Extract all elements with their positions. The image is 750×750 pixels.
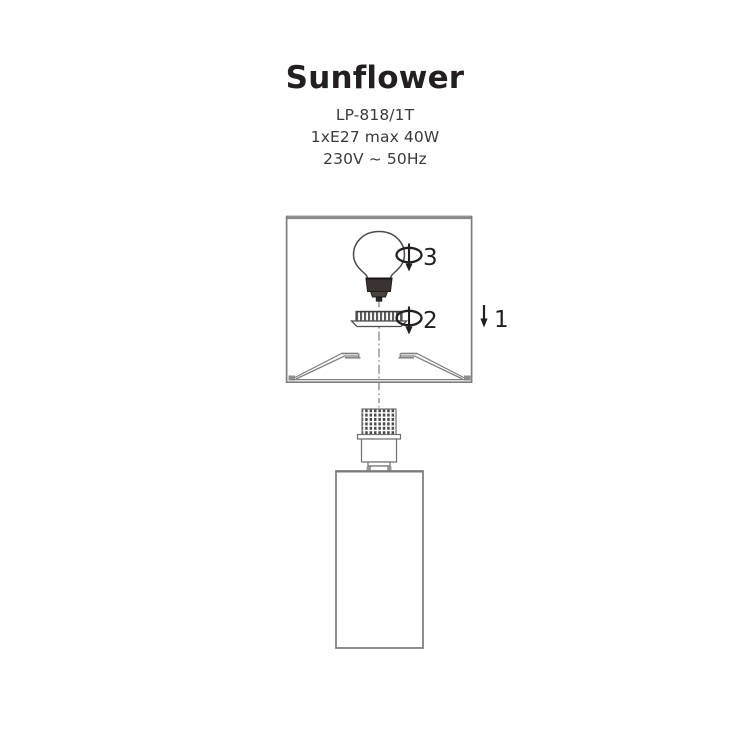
step-1-marker: 1 bbox=[480, 305, 509, 333]
shade-ring bbox=[349, 310, 409, 328]
rotate-down-icon-3 bbox=[395, 243, 423, 272]
shade-frame bbox=[288, 352, 471, 381]
bulb-insulator bbox=[369, 291, 389, 298]
step-1-number: 1 bbox=[494, 307, 509, 333]
lamp-neck-top-collar bbox=[367, 461, 391, 467]
step-2-marker: 2 bbox=[395, 306, 438, 335]
lamp-socket-body bbox=[360, 438, 398, 463]
bulb-screw-base bbox=[365, 277, 393, 293]
bulb-contact-tip bbox=[375, 296, 383, 302]
lamp-body bbox=[335, 398, 424, 649]
down-arrow-icon-1 bbox=[480, 305, 488, 328]
rotate-down-icon-2 bbox=[395, 306, 423, 335]
shade-ring-knurl bbox=[355, 310, 403, 322]
lamp-socket-thread bbox=[361, 408, 397, 436]
step-2-number: 2 bbox=[423, 308, 438, 334]
lamp-base-cylinder bbox=[335, 470, 424, 649]
light-bulb bbox=[352, 230, 406, 302]
lamp-socket-flange bbox=[356, 433, 402, 440]
lamp-shade bbox=[285, 215, 473, 384]
shade-ring-flange bbox=[349, 320, 409, 328]
step-3-marker: 3 bbox=[395, 243, 438, 272]
step-3-number: 3 bbox=[423, 245, 438, 271]
